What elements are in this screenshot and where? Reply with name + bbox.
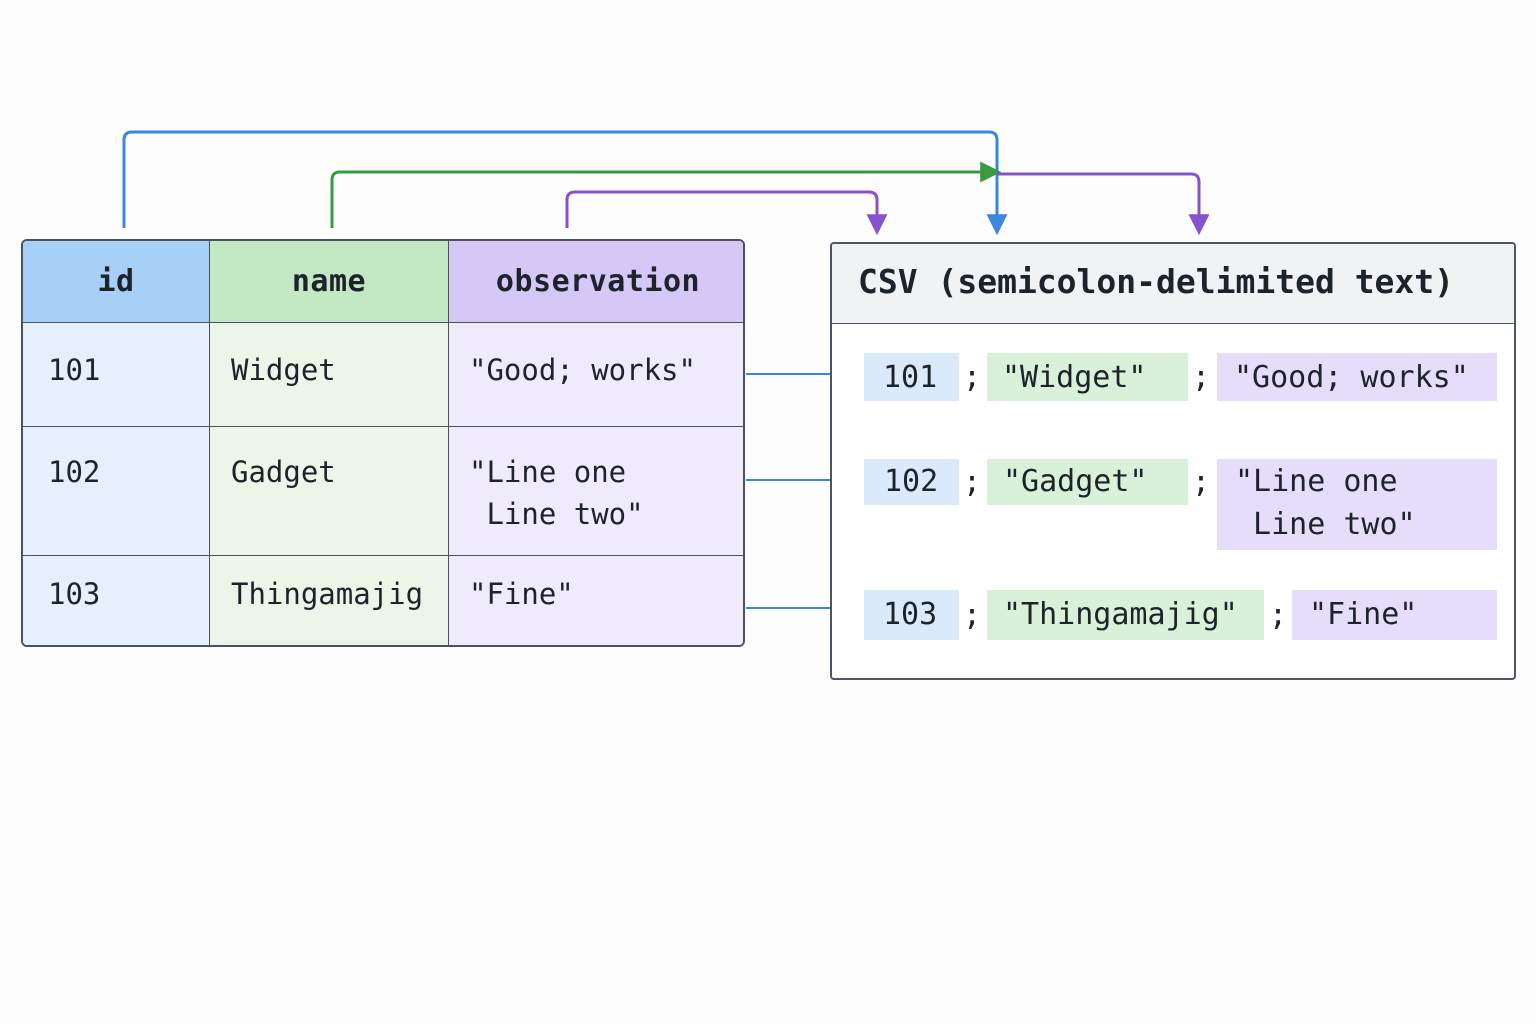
- csv-field-name: "Thingamajig": [987, 590, 1264, 640]
- name-observation-connector: [997, 172, 1210, 236]
- id-column-connector: [122, 130, 1008, 236]
- name-column: name Widget Gadget Thingamajig: [209, 241, 448, 645]
- csv-field-name: "Widget": [987, 353, 1188, 401]
- csv-field-observation: "Line one Line two": [1217, 459, 1497, 550]
- csv-delimiter: ;: [1269, 598, 1288, 633]
- table-cell-name: Gadget: [210, 426, 448, 555]
- name-header: name: [210, 241, 448, 323]
- csv-delimiter: ;: [963, 465, 982, 500]
- csv-delimiter: ;: [963, 598, 982, 633]
- name-column-connector: [330, 161, 1002, 228]
- id-column: id 101 102 103: [23, 241, 209, 645]
- table-cell-observation: "Good; works": [469, 353, 696, 387]
- csv-field-name: "Gadget": [987, 459, 1188, 505]
- table-cell-id: 103: [23, 555, 209, 645]
- csv-field-id: 102: [864, 459, 959, 505]
- table-cell-id: 101: [48, 353, 101, 387]
- observation-column-connector: [565, 190, 888, 236]
- table-cell-name: Thingamajig: [210, 555, 448, 645]
- table-cell-name: Widget: [231, 353, 336, 387]
- observation-header: observation: [449, 241, 743, 323]
- csv-delimiter: ;: [963, 360, 982, 395]
- csv-delimiter: ;: [1192, 360, 1211, 395]
- table-cell-id: 102: [23, 426, 209, 555]
- csv-field-observation: "Good; works": [1217, 353, 1497, 401]
- table-cell-observation: "Fine": [449, 555, 743, 645]
- csv-panel: CSV (semicolon-delimited text) 101 ; "Wi…: [830, 242, 1516, 680]
- csv-delimiter: ;: [1192, 465, 1211, 500]
- csv-field-id: 101: [864, 353, 959, 401]
- observation-column: observation "Good; works" "Line one Line…: [448, 241, 743, 645]
- csv-field-id: 103: [864, 590, 959, 640]
- csv-title: CSV (semicolon-delimited text): [832, 244, 1514, 324]
- table-cell-observation: "Line one Line two": [449, 426, 743, 555]
- source-table: id 101 102 103 name Widget Gadget Thinga…: [21, 239, 745, 647]
- csv-field-observation: "Fine": [1292, 590, 1497, 640]
- id-header: id: [23, 241, 209, 323]
